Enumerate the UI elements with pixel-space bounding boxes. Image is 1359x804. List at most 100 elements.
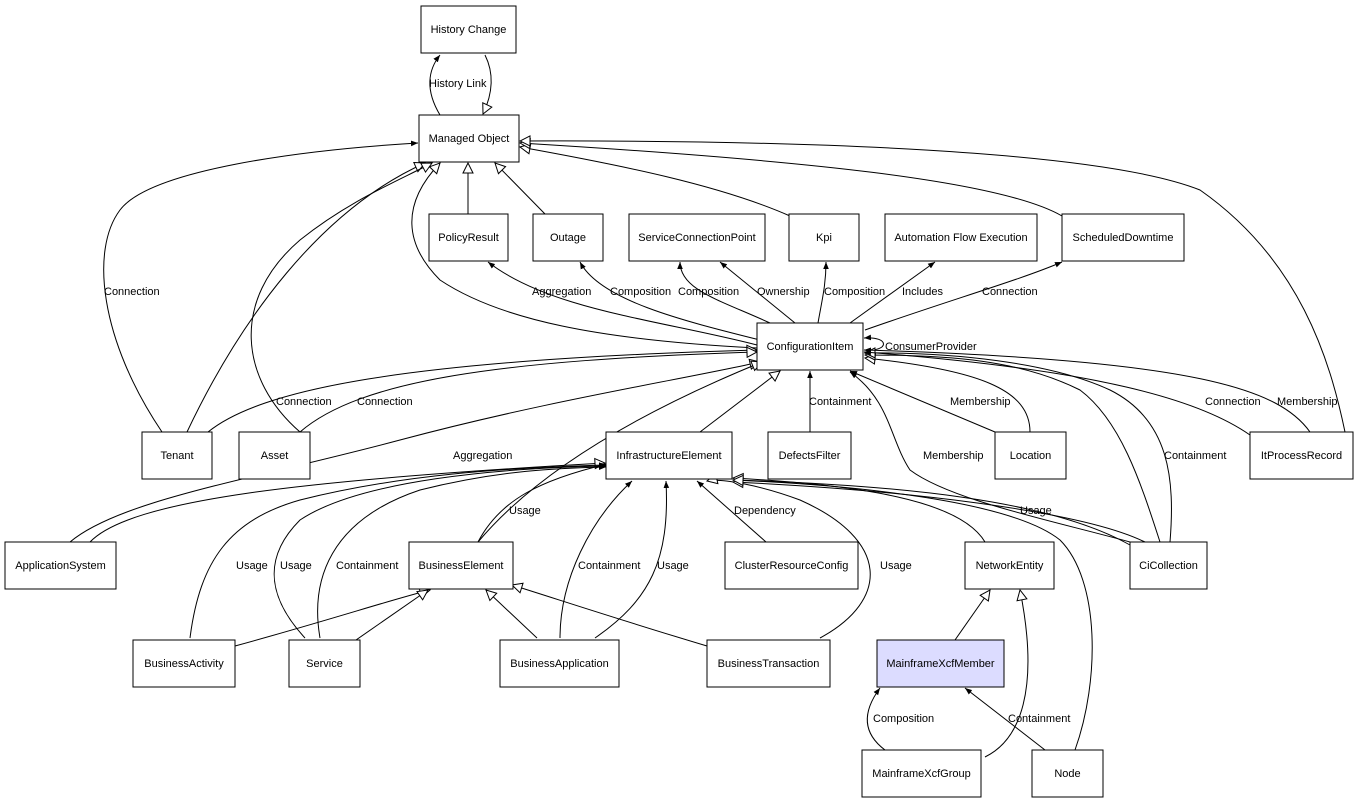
edge-consumer-provider bbox=[863, 334, 884, 351]
label-includes: Includes bbox=[902, 286, 943, 298]
edge-businesselement-infra-usage bbox=[477, 462, 608, 543]
label-consumer-provider: ConsumerProvider bbox=[885, 341, 977, 353]
edge-infra-ci bbox=[699, 371, 780, 433]
node-outage[interactable]: Outage bbox=[532, 213, 604, 262]
edge-downtime-managedobject bbox=[520, 143, 1063, 217]
edge-appsys-infra bbox=[89, 463, 605, 543]
label-history-link: History Link bbox=[429, 78, 487, 90]
node-network-entity[interactable]: NetworkEntity bbox=[964, 541, 1055, 590]
node-infrastructure-element[interactable]: InfrastructureElement bbox=[605, 431, 733, 480]
edge-bapp-infra-usage bbox=[594, 480, 670, 639]
node-node[interactable]: Node bbox=[1031, 749, 1104, 798]
edge-service-infra-usage bbox=[273, 463, 607, 639]
label-connection-tenant: Connection bbox=[104, 286, 160, 298]
node-mainframe-xcf-group[interactable]: MainframeXcfGroup bbox=[861, 749, 982, 798]
node-label: PolicyResult bbox=[438, 232, 499, 244]
node-label: ServiceConnectionPoint bbox=[638, 232, 755, 244]
edge-node-xcfmember-containment bbox=[964, 687, 1046, 751]
node-label: Outage bbox=[550, 232, 586, 244]
edge-xcfgroup-xcfmember-composition bbox=[866, 687, 886, 751]
edge-itpr-ci-connection bbox=[863, 349, 1251, 436]
label-membership-itpr: Membership bbox=[1277, 396, 1338, 408]
node-label: DefectsFilter bbox=[779, 450, 841, 462]
label-composition-xcf: Composition bbox=[873, 713, 934, 725]
node-defects-filter[interactable]: DefectsFilter bbox=[767, 431, 852, 480]
node-it-process-record[interactable]: ItProcessRecord bbox=[1249, 431, 1354, 480]
node-mainframe-xcf-member[interactable]: MainframeXcfMember bbox=[876, 639, 1005, 688]
label-usage-service: Usage bbox=[280, 560, 312, 572]
node-label: Node bbox=[1054, 768, 1080, 780]
edge-tenant-managedobject-gen bbox=[186, 163, 425, 433]
label-containment-service: Containment bbox=[336, 560, 398, 572]
edge-btrans-businesselement bbox=[512, 585, 708, 647]
node-policy-result[interactable]: PolicyResult bbox=[428, 213, 509, 262]
edge-kpi-managedobject bbox=[520, 147, 791, 217]
edge-ownership bbox=[719, 261, 796, 324]
label-connection-itpr: Connection bbox=[1205, 396, 1261, 408]
edge-bapp-businesselement bbox=[486, 590, 538, 639]
edge-cicollection-infra-usage bbox=[732, 477, 1131, 546]
edges bbox=[69, 54, 1346, 758]
label-composition-kpi: Composition bbox=[824, 286, 885, 298]
label-containment-bapp: Containment bbox=[578, 560, 640, 572]
edge-bapp-infra-containment bbox=[559, 480, 633, 639]
edge-asset-ci bbox=[299, 352, 757, 433]
node-tenant[interactable]: Tenant bbox=[141, 431, 213, 480]
node-business-element[interactable]: BusinessElement bbox=[408, 541, 514, 590]
label-usage-cicollection: Usage bbox=[1020, 505, 1052, 517]
node-label: InfrastructureElement bbox=[616, 450, 721, 462]
node-label: Kpi bbox=[816, 232, 832, 244]
edge-composition-scp bbox=[677, 261, 771, 324]
node-business-activity[interactable]: BusinessActivity bbox=[132, 639, 236, 688]
edge-activity-businesselement bbox=[234, 590, 430, 647]
edge-outage-managedobject bbox=[495, 163, 546, 215]
node-label: Service bbox=[306, 658, 343, 670]
node-application-system[interactable]: ApplicationSystem bbox=[4, 541, 117, 590]
edge-activity-infra-usage bbox=[189, 462, 607, 639]
edge-xcfmember-network bbox=[954, 590, 990, 641]
edge-asset-managedobject bbox=[250, 163, 432, 433]
node-business-transaction[interactable]: BusinessTransaction bbox=[706, 639, 831, 688]
edge-location-ci-membership bbox=[849, 370, 996, 433]
node-label: History Change bbox=[431, 24, 507, 36]
edge-location-ci-gen bbox=[865, 358, 1031, 433]
node-label: BusinessActivity bbox=[144, 658, 224, 670]
node-scheduled-downtime[interactable]: ScheduledDowntime bbox=[1061, 213, 1185, 262]
node-label: NetworkEntity bbox=[976, 560, 1044, 572]
edge-cicollection-infra-gen bbox=[733, 482, 1146, 543]
node-label: MainframeXcfMember bbox=[886, 658, 995, 670]
node-ci-collection[interactable]: CiCollection bbox=[1129, 541, 1208, 590]
edge-cluster-infra-dependency bbox=[696, 480, 767, 543]
label-membership-location: Membership bbox=[950, 396, 1011, 408]
node-asset[interactable]: Asset bbox=[238, 431, 311, 480]
node-kpi[interactable]: Kpi bbox=[788, 213, 860, 262]
edge-cicollection-ci-containment bbox=[865, 353, 1172, 543]
edge-itpr-managedobject bbox=[520, 141, 1346, 433]
node-history-change[interactable]: History Change bbox=[420, 5, 517, 54]
edge-itpr-ci-membership bbox=[863, 347, 1311, 433]
node-managed-object[interactable]: Managed Object bbox=[418, 114, 520, 163]
label-usage-btrans: Usage bbox=[880, 560, 912, 572]
node-service[interactable]: Service bbox=[288, 639, 361, 688]
node-label: ItProcessRecord bbox=[1261, 450, 1342, 462]
node-location[interactable]: Location bbox=[994, 431, 1067, 480]
edge-ci-managedobject bbox=[411, 163, 758, 349]
label-composition-scp: Composition bbox=[678, 286, 739, 298]
node-service-connection-point[interactable]: ServiceConnectionPoint bbox=[628, 213, 766, 262]
node-automation-flow-execution[interactable]: Automation Flow Execution bbox=[884, 213, 1038, 262]
edge-composition-kpi bbox=[817, 261, 829, 324]
node-configuration-item[interactable]: ConfigurationItem bbox=[756, 322, 864, 371]
label-usage-activity: Usage bbox=[236, 560, 268, 572]
node-label: MainframeXcfGroup bbox=[872, 768, 970, 780]
node-business-application[interactable]: BusinessApplication bbox=[499, 639, 620, 688]
label-ownership: Ownership bbox=[757, 286, 810, 298]
node-label: Asset bbox=[261, 450, 289, 462]
edge-tenant-managedobject-conn bbox=[103, 140, 419, 433]
node-label: ApplicationSystem bbox=[15, 560, 106, 572]
node-cluster-resource-config[interactable]: ClusterResourceConfig bbox=[724, 541, 859, 590]
label-usage-bapp: Usage bbox=[657, 560, 689, 572]
edge-labels: History Link Connection Aggregation Comp… bbox=[104, 78, 1338, 725]
label-usage-be: Usage bbox=[509, 505, 541, 517]
label-connection-tenant-ci: Connection bbox=[276, 396, 332, 408]
